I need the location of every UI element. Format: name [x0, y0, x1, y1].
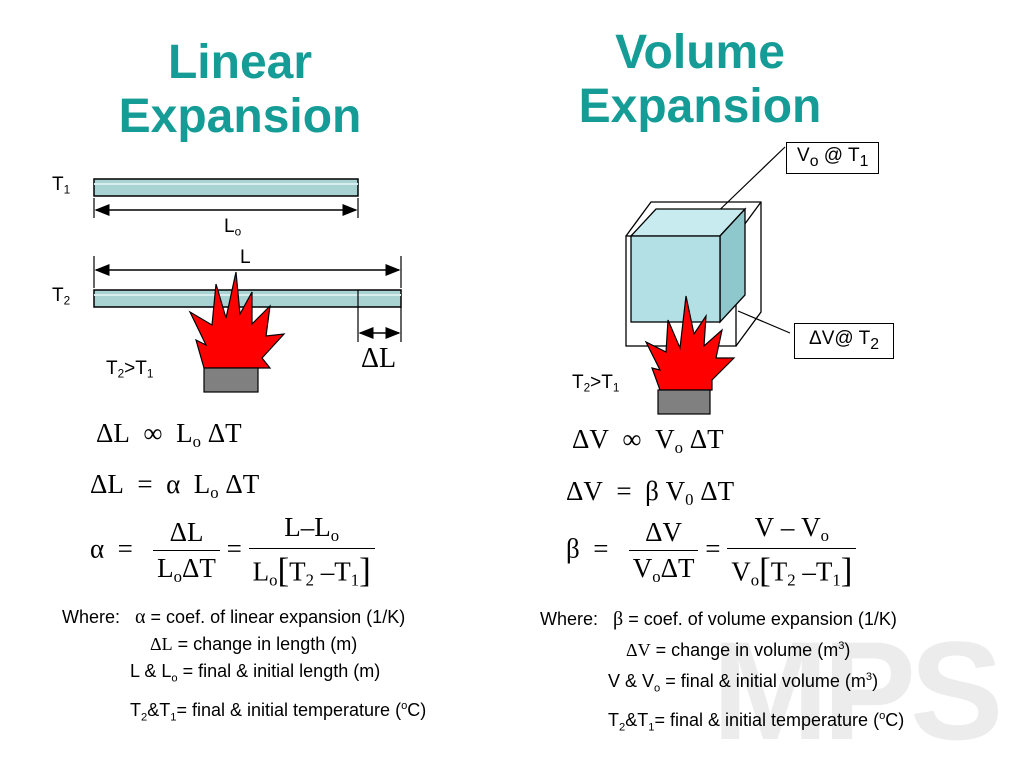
- flame-icon: [188, 271, 286, 369]
- linear-expansion-title: Linear Expansion: [90, 36, 390, 144]
- cube-icon: [629, 207, 747, 324]
- volume-expansion-equation: ΔV = β V0 ΔT: [566, 476, 735, 510]
- where-line-2: ΔL = change in length (m): [150, 634, 358, 654]
- where-line-2: ΔV = change in volume (m3): [626, 640, 851, 660]
- title-line-1: Volume: [615, 26, 785, 79]
- watermark: MPS: [712, 612, 1003, 769]
- volume-expansion-diagram: [625, 146, 791, 415]
- title-line-2: Expansion: [578, 80, 822, 133]
- burner-icon: [203, 367, 259, 393]
- title-line-1: Linear: [167, 36, 313, 89]
- linear-coefficient-equation: α = ΔL LoΔT = L–Lo Lo[T2 –T1]: [90, 512, 375, 591]
- rod-t1: [93, 178, 359, 197]
- where-line-4: T2&T1= final & initial temperature (oC): [608, 709, 905, 734]
- where-line-1: Where: β = coef. of volume expansion (1/…: [540, 608, 897, 630]
- where-line-3: L & Lo = final & initial length (m): [130, 661, 381, 685]
- volume-proportionality-equation: ΔV ∞ Vo ΔT: [572, 424, 724, 458]
- flame-icon: [644, 295, 736, 391]
- burner-icon: [657, 389, 711, 415]
- fraction-2: L–Lo Lo[T2 –T1]: [248, 512, 375, 591]
- linear-proportionality-equation: ΔL ∞ Lo ΔT: [96, 418, 242, 452]
- volume-expansion-title: Volume Expansion: [550, 26, 850, 134]
- fraction-1: ΔL LoΔT: [153, 517, 220, 587]
- t2-label: T2: [52, 285, 71, 308]
- delta-l-label: ΔL: [361, 343, 397, 374]
- linear-where-legend: Where: α = coef. of linear expansion (1/…: [62, 604, 426, 731]
- where-line-4: T2&T1= final & initial temperature (oC): [130, 699, 427, 724]
- lo-label: Lo: [224, 216, 242, 239]
- fraction-2: V – Vo Vo[T2 –T1]: [727, 512, 857, 591]
- volume-coefficient-equation: β = ΔV VoΔT = V – Vo Vo[T2 –T1]: [566, 512, 857, 591]
- where-line-3: V & Vo = final & initial volume (m3): [608, 671, 879, 695]
- where-line-1: Where: α = coef. of linear expansion (1/…: [62, 606, 406, 628]
- linear-expansion-equation: ΔL = α Lo ΔT: [90, 469, 260, 503]
- linear-expansion-diagram: [93, 178, 402, 393]
- t1-label: T1: [52, 174, 71, 197]
- delta-v-at-t2-label: ΔV@ T2: [794, 323, 895, 359]
- volume-where-legend: Where: β = coef. of volume expansion (1/…: [540, 606, 904, 741]
- volume-condition-label: T2>T1: [572, 372, 620, 395]
- l-label: L: [240, 247, 251, 268]
- linear-condition-label: T2>T1: [106, 358, 154, 381]
- title-line-2: Expansion: [118, 90, 362, 143]
- fraction-1: ΔV VoΔT: [628, 517, 699, 587]
- vo-at-t1-label: Vo @ T1: [786, 142, 880, 174]
